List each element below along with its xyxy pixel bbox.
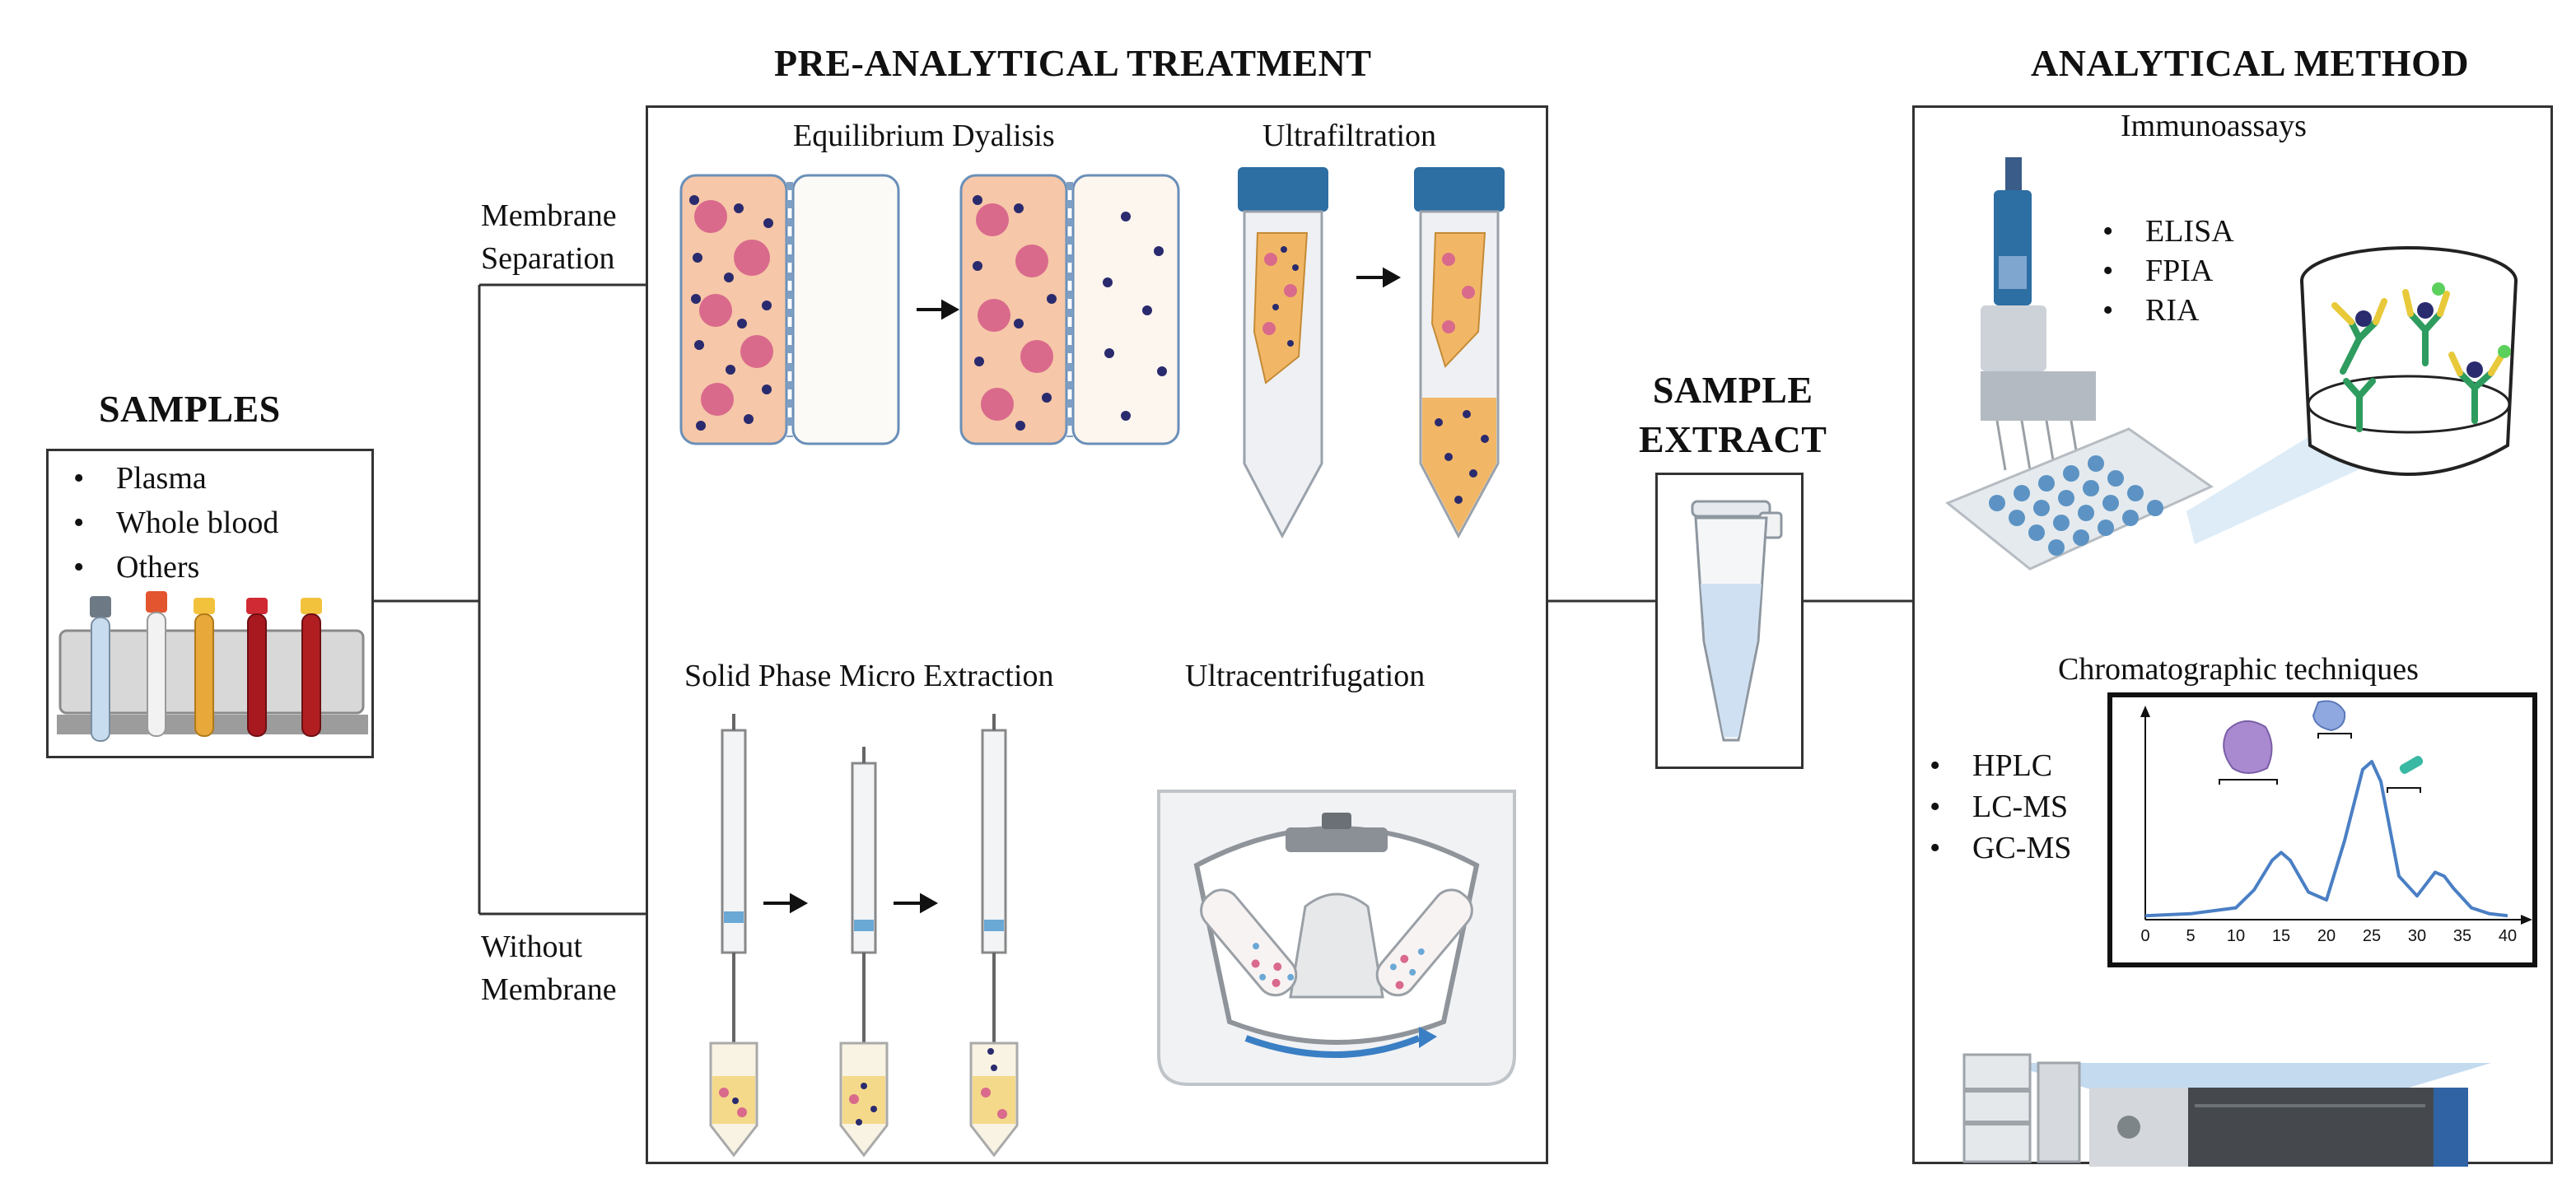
list-item: HPLC — [1915, 745, 2071, 786]
peak-brackets — [2219, 733, 2421, 793]
without-line2: Membrane — [481, 972, 617, 1007]
without-membrane-label: Without Membrane — [481, 925, 617, 1011]
analytical-method-box: Immunoassays ELISA FPIA RIA — [1912, 105, 2553, 1167]
ultracentrifuge-illustration — [1157, 790, 1516, 1086]
x-tick-label: 10 — [2227, 927, 2245, 945]
immuno-list: ELISA FPIA RIA — [2088, 212, 2234, 330]
blood-tube-rack-icon — [57, 591, 368, 742]
x-tick-label: 40 — [2499, 927, 2517, 945]
list-item: Plasma — [58, 456, 278, 501]
immunoassay-illustration — [1945, 157, 2518, 571]
list-item: RIA — [2088, 291, 2234, 330]
x-tick-label: 35 — [2453, 927, 2471, 945]
ultrafiltration-label: Ultrafiltration — [1262, 119, 1437, 153]
microtube-icon — [1691, 500, 1783, 742]
x-tick-label: 20 — [2317, 927, 2336, 945]
protein-icons — [2223, 700, 2424, 774]
sample-extract-title: SAMPLE EXTRACT — [1639, 366, 1827, 464]
list-item: FPIA — [2088, 251, 2234, 291]
list-item: Others — [58, 545, 278, 590]
x-axis-arrow — [2521, 915, 2532, 925]
ultracentrifugation-label: Ultracentrifugation — [1185, 659, 1426, 693]
chrom-list: HPLC LC-MS GC-MS — [1915, 745, 2071, 869]
pre-analytical-title: PRE-ANALYTICAL TREATMENT — [774, 42, 1372, 84]
chromatographic-label: Chromatographic techniques — [2058, 652, 2419, 687]
sample-extract-line1: SAMPLE — [1652, 369, 1813, 411]
list-item: GC-MS — [1915, 827, 2071, 869]
sample-extract-line2: EXTRACT — [1639, 418, 1827, 460]
x-tick-label: 0 — [2140, 927, 2149, 945]
sample-extract-box — [1655, 473, 1804, 769]
x-tick-label: 15 — [2272, 927, 2290, 945]
samples-title: SAMPLES — [99, 388, 281, 430]
x-tick-label: 25 — [2363, 927, 2381, 945]
samples-list: Plasma Whole blood Others — [58, 456, 278, 590]
x-tick-label: 30 — [2408, 927, 2426, 945]
membrane-line2: Separation — [481, 241, 615, 276]
immunoassays-label: Immunoassays — [2121, 109, 2307, 143]
x-tick-label: 5 — [2186, 927, 2195, 945]
chart-x-ticks: 0 5 10 15 20 25 30 35 40 — [2140, 927, 2517, 945]
chromatogram-series-line — [2144, 760, 2508, 918]
list-item: LC-MS — [1915, 786, 2071, 827]
pre-analytical-box: Equilibrium Dyalisis Ultrafiltration Sol… — [646, 105, 1548, 1164]
membrane-separation-label: Membrane Separation — [481, 194, 617, 280]
equilibrium-dialysis-illustration — [679, 174, 1180, 445]
list-item: Whole blood — [58, 501, 278, 545]
chromatogram-chart: 0 5 10 15 20 25 30 35 40 — [2140, 700, 2532, 945]
equilibrium-dialysis-label: Equilibrium Dyalisis — [793, 119, 1055, 153]
analytical-method-title: ANALYTICAL METHOD — [2031, 42, 2470, 84]
spme-illustration — [709, 714, 1019, 1158]
membrane-line1: Membrane — [481, 198, 617, 233]
chart-axes — [2140, 706, 2532, 925]
y-axis-arrow — [2140, 706, 2150, 717]
instrument-illustration — [1962, 1053, 2491, 1167]
samples-box: Plasma Whole blood Others — [46, 449, 374, 758]
without-line1: Without — [481, 930, 583, 964]
list-item: ELISA — [2088, 212, 2234, 251]
spme-label: Solid Phase Micro Extraction — [684, 659, 1054, 693]
ultrafiltration-illustration — [1238, 167, 1505, 539]
chromatogram-panel: 0 5 10 15 20 25 30 35 40 — [2107, 692, 2537, 967]
